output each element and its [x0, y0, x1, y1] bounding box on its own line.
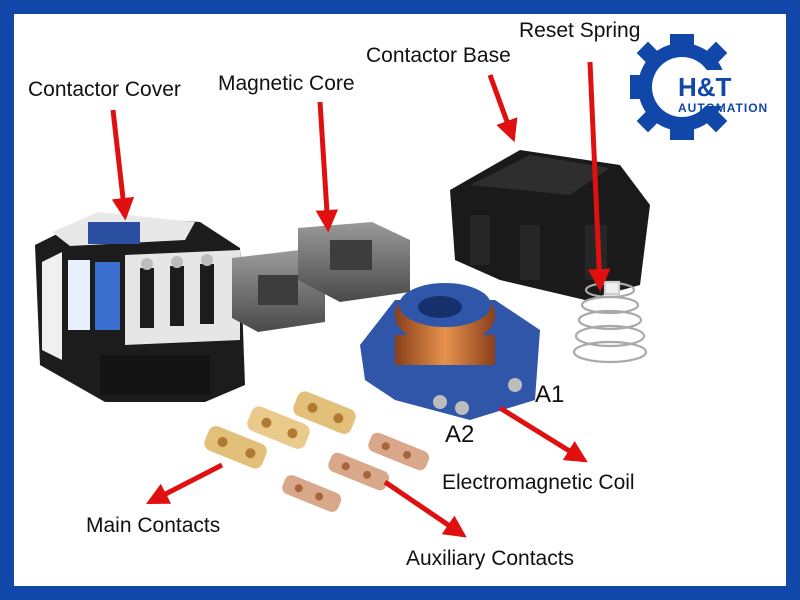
- label-reset-spring: Reset Spring: [519, 19, 641, 42]
- contactor-base-image: [450, 150, 650, 300]
- arrow-contactor-base: [487, 74, 518, 143]
- label-electromagnetic-coil: Electromagnetic Coil: [442, 471, 635, 494]
- main-contacts-image: [204, 391, 356, 469]
- arrow-auxiliary-contacts: [383, 479, 467, 538]
- terminal-a2-label: A2: [445, 421, 475, 448]
- diagram-panel: Contactor Cover Magnetic Core Contactor …: [14, 14, 786, 586]
- auxiliary-contacts-image: [282, 432, 430, 512]
- electromagnetic-coil-image: [360, 283, 540, 420]
- label-auxiliary-contacts: Auxiliary Contacts: [406, 547, 575, 570]
- diagram-illustration: [35, 34, 782, 538]
- arrow-electromagnetic-coil: [498, 405, 588, 463]
- arrow-reset-spring: [587, 61, 611, 292]
- arrow-magnetic-core: [315, 101, 339, 233]
- label-contactor-cover: Contactor Cover: [28, 78, 181, 101]
- gear-icon: [630, 34, 782, 140]
- logo-subtitle: AUTOMATION: [678, 101, 769, 115]
- logo-mark: H&T: [678, 72, 732, 102]
- terminal-a1-label: A1: [535, 381, 565, 408]
- magnetic-core-image: [232, 222, 410, 332]
- callout-arrows: [110, 61, 611, 538]
- contactor-cover-image: [35, 212, 245, 402]
- label-magnetic-core: Magnetic Core: [218, 72, 355, 95]
- arrow-contactor-cover: [110, 109, 135, 221]
- label-contactor-base: Contactor Base: [366, 44, 511, 67]
- label-main-contacts: Main Contacts: [86, 514, 221, 537]
- arrow-main-contacts: [145, 462, 224, 505]
